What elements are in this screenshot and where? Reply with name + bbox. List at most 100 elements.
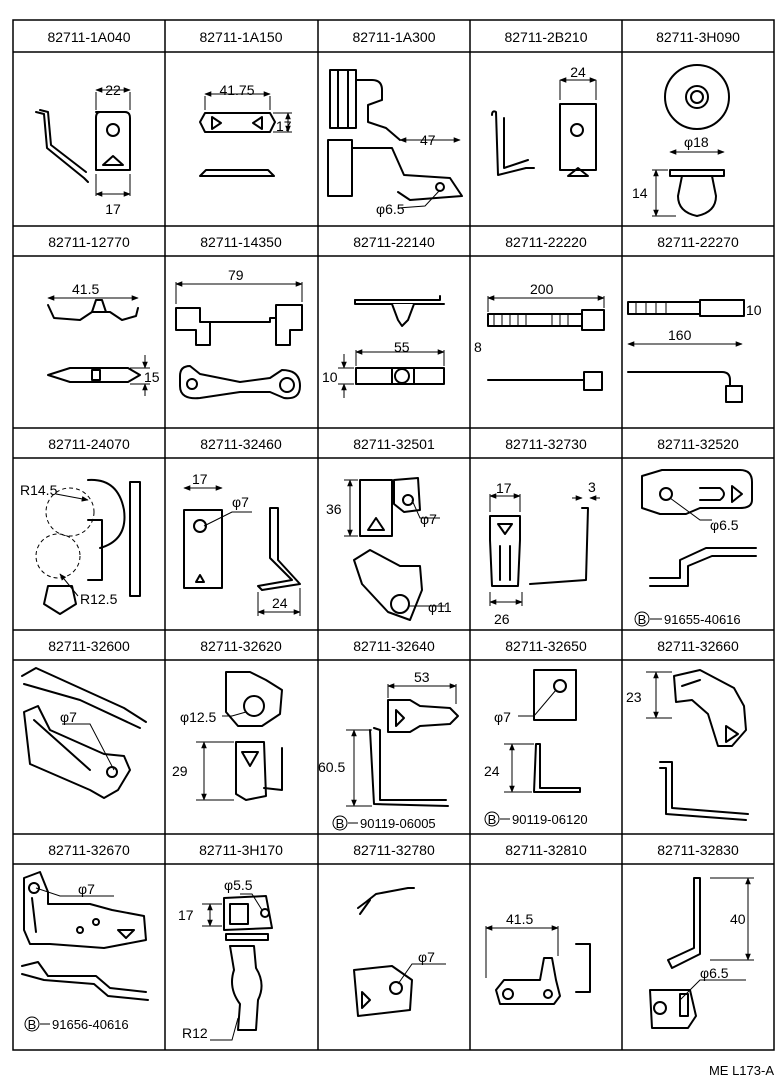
part-number: 82711-32520 <box>657 436 739 452</box>
dimension-label: φ7 <box>60 709 77 725</box>
part-drawing-1a150: 41.75 17 <box>199 82 292 177</box>
part-drawing-22270: 10 160 <box>627 299 762 403</box>
part-drawing-1a040: 22 17 <box>35 82 131 217</box>
part-number: 82711-24070 <box>48 436 130 452</box>
reference-marker: B <box>336 816 345 831</box>
part-drawing-32730: 17 3 26 <box>489 479 600 627</box>
part-drawing-32620: φ12.5 29 <box>172 671 283 801</box>
dimension-label: 41.5 <box>506 911 533 927</box>
dimension-label: 79 <box>228 267 244 283</box>
dimension-label: 15 <box>144 369 160 385</box>
reference-part-number: 90119-06120 <box>512 812 588 827</box>
dimension-label: φ18 <box>684 134 709 150</box>
part-drawing-32830: 40 φ6.5 <box>649 877 754 1029</box>
dimension-label: 22 <box>105 82 121 98</box>
part-number: 82711-32620 <box>200 638 282 654</box>
dimension-label: 8 <box>474 339 482 355</box>
dimension-label: 29 <box>172 763 188 779</box>
dimension-label: 24 <box>570 64 586 80</box>
dimension-label: 17 <box>192 471 208 487</box>
part-drawing-32520: φ6.5 B 91655-40616 <box>634 469 757 627</box>
part-number: 82711-32460 <box>200 436 282 452</box>
dimension-label: φ11 <box>428 599 452 615</box>
reference-part-number: 91656-40616 <box>52 1017 129 1032</box>
part-number: 82711-32660 <box>657 638 739 654</box>
dimension-label: 17 <box>178 907 194 923</box>
dimension-label: 41.5 <box>72 281 99 297</box>
part-drawing-32460: 17 φ7 24 <box>183 471 301 616</box>
dimension-label: 55 <box>394 339 410 355</box>
dimension-label: 10 <box>322 369 338 385</box>
dimension-label: R12 <box>182 1025 208 1041</box>
dimension-label: 36 <box>326 501 342 517</box>
part-number: 82711-32600 <box>48 638 130 654</box>
part-number: 82711-22140 <box>353 234 435 250</box>
part-number: 82711-2B210 <box>504 29 587 45</box>
dimension-label: R14.5 <box>20 482 58 498</box>
part-drawing-3h090: φ18 14 <box>632 64 730 217</box>
table-grid <box>12 19 775 1051</box>
dimension-label: R12.5 <box>80 591 118 607</box>
dimension-label: 17 <box>276 118 292 134</box>
part-drawing-32660: 23 <box>626 669 749 821</box>
part-drawing-14350: 79 <box>175 267 303 400</box>
part-number: 82711-1A300 <box>352 29 435 45</box>
reference-part-number: 91655-40616 <box>664 612 741 627</box>
dimension-label: 40 <box>730 911 746 927</box>
part-number: 82711-1A040 <box>47 29 130 45</box>
dimension-label: 24 <box>272 595 288 611</box>
dimension-label: 17 <box>105 201 121 217</box>
dimension-label: φ5.5 <box>224 877 253 893</box>
dimension-label: φ6.5 <box>710 517 739 533</box>
reference-marker: B <box>638 612 647 627</box>
part-drawing-32650: φ7 24 B 90119-06120 <box>484 669 588 827</box>
part-drawing-32670: φ7 B 91656-40616 <box>21 871 149 1032</box>
dimension-label: φ6.5 <box>700 965 729 981</box>
part-number: 82711-22220 <box>505 234 587 250</box>
part-number: 82711-32730 <box>505 436 587 452</box>
part-drawing-32780: φ7 <box>353 887 446 1017</box>
part-drawing-2b210: 24 <box>491 64 597 177</box>
part-number: 82711-32501 <box>353 436 435 452</box>
part-drawing-24070: R14.5 R12.5 <box>20 478 141 615</box>
dimension-label: 17 <box>496 480 512 496</box>
dimension-label: φ7 <box>418 949 435 965</box>
dimension-label: 3 <box>588 479 596 495</box>
dimension-label: 60.5 <box>318 759 345 775</box>
part-number: 82711-32640 <box>353 638 435 654</box>
part-number: 82711-22270 <box>657 234 739 250</box>
dimension-label: φ7 <box>420 511 437 527</box>
part-number: 82711-3H090 <box>656 29 740 45</box>
part-drawing-32810: 41.5 <box>485 911 591 1005</box>
part-number: 82711-32830 <box>657 842 739 858</box>
dimension-label: 160 <box>668 327 692 343</box>
dimension-label: φ7 <box>78 881 95 897</box>
part-number: 82711-32780 <box>353 842 435 858</box>
dimension-label: 23 <box>626 689 642 705</box>
reference-marker: B <box>488 812 497 827</box>
part-drawing-32640: 53 60.5 B 90119-06005 <box>318 669 459 831</box>
dimension-label: φ7 <box>232 494 249 510</box>
part-drawing-32600: φ7 <box>21 667 147 799</box>
part-number: 82711-32810 <box>505 842 587 858</box>
drawing-code: ME L173-A <box>709 1063 774 1078</box>
part-number: 82711-14350 <box>200 234 282 250</box>
part-number: 82711-12770 <box>48 234 130 250</box>
part-drawing-22220: 200 8 <box>474 281 605 391</box>
part-drawing-1a300: 47 φ6.5 <box>327 69 463 217</box>
dimension-label: 14 <box>632 185 648 201</box>
dimension-label: 53 <box>414 669 430 685</box>
dimension-label: 41.75 <box>219 82 254 98</box>
part-number: 82711-1A150 <box>199 29 282 45</box>
dimension-label: φ6.5 <box>376 201 405 217</box>
part-number-headers: 82711-1A040 82711-1A150 82711-1A300 8271… <box>47 29 740 858</box>
dimension-label: 26 <box>494 611 510 627</box>
reference-part-number: 90119-06005 <box>360 816 436 831</box>
dimension-label: φ12.5 <box>180 709 217 725</box>
part-number: 82711-32650 <box>505 638 587 654</box>
part-number: 82711-32670 <box>48 842 130 858</box>
reference-marker: B <box>28 1017 37 1032</box>
part-number: 82711-3H170 <box>199 842 283 858</box>
dimension-label: 10 <box>746 302 762 318</box>
